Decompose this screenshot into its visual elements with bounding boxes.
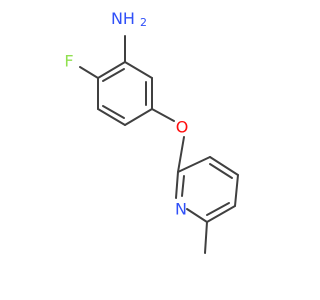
bond-c7-c8 (177, 156, 211, 173)
bond-c10-c11-inner (206, 202, 230, 216)
bond-c10-c11 (206, 205, 236, 223)
bond-c8-c9 (209, 156, 239, 176)
amine-symbol: NH (111, 9, 135, 28)
pyridine-nitrogen-label: N (175, 200, 187, 219)
bond-c11-n (186, 208, 208, 223)
molecule-structure: NH 2 F O N (64, 9, 239, 254)
bond-c1-c2 (124, 61, 153, 79)
bond-c3-c4 (124, 108, 153, 126)
bond-c4-c5-inner (102, 105, 125, 119)
bond-c8-c9-inner (209, 163, 233, 179)
bond-c6-f (79, 66, 99, 79)
bond-c4-c5 (97, 108, 126, 126)
bond-o-c7 (177, 136, 185, 173)
fluorine-label: F (64, 52, 73, 71)
bond-n-c7 (175, 171, 179, 199)
ether-oxygen-label: O (176, 118, 189, 137)
bond-c6-c1 (97, 61, 126, 79)
benzene-ring (97, 61, 153, 126)
pyridine-ring (175, 156, 239, 223)
bond-c6-c1-inner (102, 68, 125, 82)
bond-c11-methyl (204, 221, 208, 254)
bond-c3-o (151, 108, 175, 122)
bond-c9-c10 (234, 174, 239, 207)
amine-label: NH 2 (111, 9, 147, 29)
amine-subscript: 2 (140, 16, 147, 29)
bond-n-c7-inner (181, 175, 185, 197)
